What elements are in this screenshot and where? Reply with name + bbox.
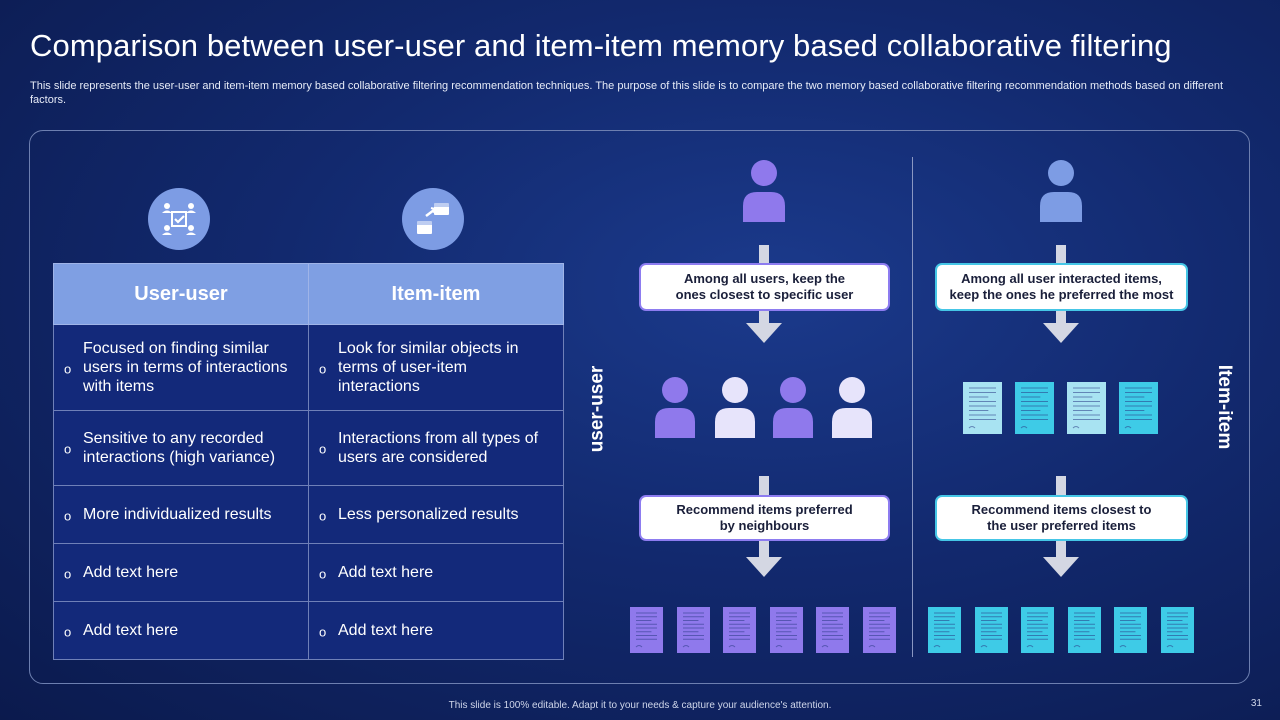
document-icon bbox=[963, 382, 1002, 434]
document-icon bbox=[816, 607, 849, 653]
document-icon bbox=[769, 607, 803, 653]
flow-arrow bbox=[1043, 476, 1079, 495]
item-item-step1-box: Among all user interacted items, keep th… bbox=[935, 263, 1188, 311]
table-cell: Focused on finding similar users in term… bbox=[53, 324, 309, 411]
neighbour-user-icon bbox=[655, 377, 695, 438]
network-check-icon bbox=[162, 203, 196, 235]
table-row: Add text here Add text here bbox=[53, 601, 564, 660]
table-cell: Add text here bbox=[308, 601, 564, 660]
flow-arrow bbox=[1043, 311, 1079, 343]
table-cell: Less personalized results bbox=[308, 485, 564, 544]
content-panel bbox=[29, 130, 1250, 684]
table-header-row: User-user Item-item bbox=[53, 263, 564, 325]
slide-footer: This slide is 100% editable. Adapt it to… bbox=[448, 700, 832, 711]
flow-arrow bbox=[746, 541, 782, 577]
header-user-user: User-user bbox=[53, 263, 309, 325]
user-user-side-label: user-user bbox=[586, 365, 608, 453]
document-icon bbox=[928, 607, 961, 653]
document-icon bbox=[862, 607, 896, 653]
table-row: Focused on finding similar users in term… bbox=[53, 324, 564, 411]
document-icon bbox=[1021, 607, 1054, 653]
slide-title: Comparison between user-user and item-it… bbox=[30, 28, 1172, 63]
table-row: Add text here Add text here bbox=[53, 543, 564, 602]
table-cell: Interactions from all types of users are… bbox=[308, 410, 564, 486]
user-user-step1-box: Among all users, keep the ones closest t… bbox=[639, 263, 890, 311]
user-user-column-icon bbox=[148, 188, 210, 250]
page-number: 31 bbox=[1250, 698, 1262, 709]
flow-arrow bbox=[746, 245, 782, 263]
table-cell: More individualized results bbox=[53, 485, 309, 544]
document-icon bbox=[1015, 382, 1054, 434]
diagram-divider bbox=[912, 157, 913, 657]
slide-subtitle: This slide represents the user-user and … bbox=[30, 80, 1224, 106]
document-icon bbox=[630, 607, 663, 653]
flow-arrow bbox=[746, 476, 782, 495]
document-icon bbox=[974, 607, 1008, 653]
table-cell: Add text here bbox=[53, 543, 309, 602]
comparison-table: User-user Item-item Focused on finding s… bbox=[53, 263, 564, 660]
table-row: Sensitive to any recorded interactions (… bbox=[53, 410, 564, 486]
document-icon bbox=[1067, 382, 1106, 434]
table-cell: Look for similar objects in terms of use… bbox=[308, 324, 564, 411]
neighbour-user-icon bbox=[832, 377, 872, 438]
item-item-step2-box: Recommend items closest to the user pref… bbox=[935, 495, 1188, 541]
target-user-icon bbox=[743, 160, 785, 222]
item-item-side-label: Item-item bbox=[1214, 364, 1236, 450]
table-row: More individualized results Less persona… bbox=[53, 485, 564, 544]
table-cell: Add text here bbox=[308, 543, 564, 602]
document-icon bbox=[1114, 607, 1147, 653]
table-cell: Add text here bbox=[53, 601, 309, 660]
header-item-item: Item-item bbox=[308, 263, 564, 325]
flow-arrow bbox=[1043, 541, 1079, 577]
document-icon bbox=[1067, 607, 1101, 653]
table-cell: Sensitive to any recorded interactions (… bbox=[53, 410, 309, 486]
document-icon bbox=[1160, 607, 1194, 653]
document-icon bbox=[1119, 382, 1158, 434]
flow-arrow bbox=[746, 311, 782, 343]
neighbour-user-icon bbox=[773, 377, 813, 438]
target-user-icon bbox=[1040, 160, 1082, 222]
item-item-column-icon bbox=[402, 188, 464, 250]
flow-arrow bbox=[1043, 245, 1079, 263]
document-icon bbox=[676, 607, 710, 653]
document-icon bbox=[723, 607, 756, 653]
user-user-step2-box: Recommend items preferred by neighbours bbox=[639, 495, 890, 541]
neighbour-user-icon bbox=[715, 377, 755, 438]
box-transfer-icon bbox=[417, 203, 449, 234]
